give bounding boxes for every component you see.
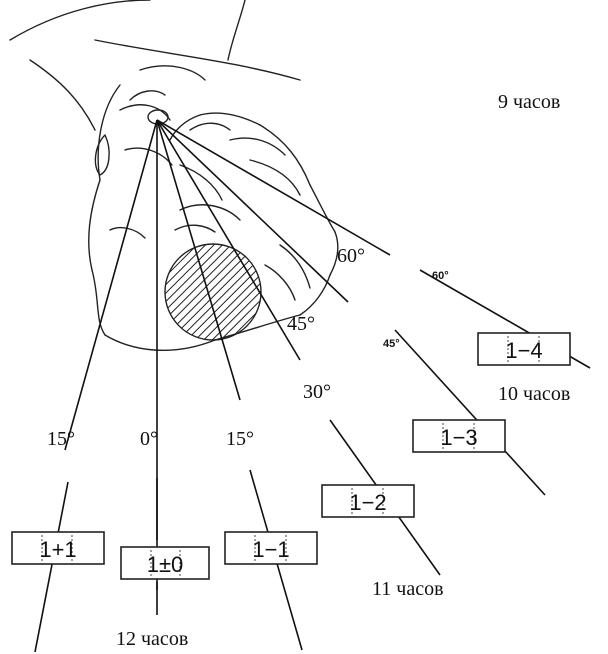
angle-label-60: 60° — [337, 245, 365, 267]
fetal-head-hatched — [165, 244, 261, 340]
time-label-11: 11 часов — [372, 578, 444, 600]
marker-text-45: 1−3 — [440, 425, 477, 450]
marker-text-right15: 1−1 — [252, 537, 289, 562]
marker-box-45: 1−3 — [413, 420, 505, 452]
marker-box-60: 1−4 — [478, 333, 570, 365]
marker-text-left15: 1+1 — [39, 537, 76, 562]
marker-text-zero: 1±0 — [147, 552, 184, 577]
angle-label-left15: 15° — [47, 428, 75, 450]
marker-text-60: 1−4 — [505, 338, 542, 363]
marker-box-30: 1−2 — [322, 485, 414, 517]
angle-label-45: 45° — [287, 313, 315, 335]
time-label-9: 9 часов — [498, 91, 560, 113]
time-label-12: 12 часов — [116, 628, 188, 650]
angle-label-right15: 15° — [226, 428, 254, 450]
angle-label-60-small: 60° — [432, 270, 449, 282]
angle-label-zero: 0° — [140, 428, 158, 450]
ray-left15 — [65, 120, 157, 450]
marker-box-zero: 1±0 — [121, 547, 209, 579]
ray-sixty — [157, 120, 390, 255]
time-label-10: 10 часов — [498, 383, 570, 405]
marker-box-left15: 1+1 — [12, 532, 104, 564]
marker-text-30: 1−2 — [349, 490, 386, 515]
angle-label-30: 30° — [303, 381, 331, 403]
angle-label-45-small: 45° — [383, 338, 400, 350]
ray-left15-lower — [35, 482, 68, 652]
marker-box-right15: 1−1 — [225, 532, 317, 564]
